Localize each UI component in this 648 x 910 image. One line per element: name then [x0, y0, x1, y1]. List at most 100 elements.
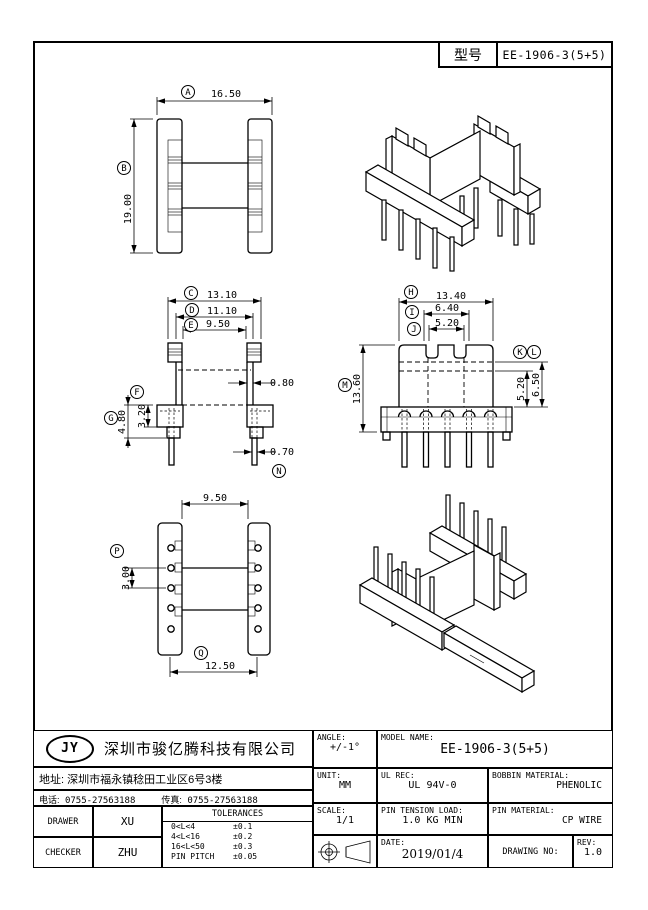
dim-B: B 19.00	[117, 118, 153, 254]
top-view-part	[156, 118, 273, 254]
rev-cell: REV: 1.0	[573, 835, 613, 868]
ul-rec-cell: UL REC: UL 94V-0	[377, 768, 488, 803]
dim-D-value: 11.10	[207, 306, 237, 317]
title-block: JY 深圳市骏亿腾科技有限公司 地址: 深圳市福永镇稔田工业区6号3楼 电话: …	[33, 730, 613, 868]
dim-P-value: 3.00	[121, 566, 132, 590]
angle-value: +/-1°	[329, 742, 361, 753]
scale-cell: SCALE: 1/1	[313, 803, 377, 835]
dim-Q: Q 12.50	[169, 646, 258, 677]
dim-D: D 11.10	[175, 303, 254, 339]
tolerances-title: TOLERANCES	[163, 807, 312, 822]
dim-H: H 13.40	[398, 285, 494, 341]
company-logo: JY	[46, 734, 94, 763]
third-angle-projection-icon	[318, 839, 371, 864]
pin-tension-value: 1.0 KG MIN	[402, 815, 463, 826]
rev-label: REV:	[577, 838, 597, 847]
model-name-cell: MODEL NAME: EE-1906-3(5+5)	[377, 730, 613, 768]
letter-P: P	[114, 547, 120, 557]
ul-rec-value: UL 94V-0	[408, 780, 457, 791]
address-cell: 地址: 深圳市福永镇稔田工业区6号3楼	[33, 767, 313, 790]
dim-J-value: 5.20	[435, 318, 459, 329]
front-view-part	[156, 342, 274, 466]
dim-K-value: 5.20	[516, 377, 527, 401]
letter-C: C	[188, 289, 193, 299]
date-value: 2019/01/4	[401, 847, 464, 861]
unit-label: UNIT:	[317, 771, 342, 780]
dim-E2: 9.50	[181, 493, 249, 519]
dim-M: M 13.60	[338, 344, 395, 433]
projection-symbol-cell	[313, 835, 377, 868]
letter-A: A	[185, 88, 191, 98]
letter-Q: Q	[198, 649, 203, 659]
dim-G: G 4.80	[104, 395, 166, 448]
dim-M-value: 13.60	[352, 374, 363, 404]
letter-E: E	[188, 321, 193, 331]
letter-H: H	[408, 288, 413, 298]
company-cell: JY 深圳市骏亿腾科技有限公司	[33, 730, 313, 767]
tolerance-row: 0<L<4±0.1	[171, 822, 253, 831]
phone-fax-cell: 电话: 0755-27563188 传真: 0755-27563188	[33, 790, 313, 806]
drawer-label: DRAWER	[47, 816, 79, 827]
company-name: 深圳市骏亿腾科技有限公司	[104, 741, 297, 758]
checker-label: CHECKER	[45, 847, 81, 858]
rev-value: 1.0	[583, 847, 603, 858]
dim-J: J 5.20	[407, 318, 465, 341]
dim-F: F 3.20	[124, 385, 164, 428]
checker-label-cell: CHECKER	[33, 837, 93, 868]
letter-D: D	[189, 306, 194, 316]
letter-G: G	[108, 414, 113, 424]
drawer-value: XU	[120, 815, 135, 828]
dim-wall-value: 0.80	[270, 378, 294, 389]
bobbin-material-cell: BOBBIN MATERIAL: PHENOLIC	[488, 768, 613, 803]
model-name-value: EE-1906-3(5+5)	[440, 742, 550, 757]
address-value: 深圳市福永镇稔田工业区6号3楼	[67, 774, 223, 786]
model-number-box: 型号 EE-1906-3(5+5)	[438, 41, 613, 68]
dim-C-value: 13.10	[207, 290, 237, 301]
fax-value: 0755-27563188	[187, 796, 258, 806]
letter-M: M	[342, 381, 348, 391]
dim-E2-value: 9.50	[203, 493, 227, 504]
dim-Q-value: 12.50	[205, 661, 235, 672]
tolerance-row: PIN PITCH±0.05	[171, 852, 258, 861]
dim-N-value: 0.70	[270, 447, 294, 458]
pin-material-value: CP WIRE	[561, 815, 602, 826]
bobbin-material-value: PHENOLIC	[556, 780, 602, 791]
tolerances-cell: TOLERANCES 0<L<4±0.1 4<L<16±0.2 16<L<50±…	[162, 806, 313, 868]
iso-bottom-part	[358, 494, 536, 694]
dim-I-value: 6.40	[435, 303, 459, 314]
view-side: H 13.40 I 6.40 J 5.20 M 13.60	[338, 285, 548, 468]
dim-C: C 13.10	[167, 286, 262, 339]
pin-tension-label: PIN TENSION LOAD:	[381, 806, 463, 815]
letter-L: L	[531, 348, 536, 358]
model-label: 型号	[440, 43, 498, 66]
view-iso-bottom	[358, 494, 536, 694]
checker-value-cell: ZHU	[93, 837, 162, 868]
side-view-part	[380, 344, 513, 468]
date-label: DATE:	[381, 838, 406, 847]
dim-G-value: 4.80	[117, 410, 128, 434]
view-bottom: 9.50 P 3.00 Q 12.50	[110, 493, 271, 677]
checker-value: ZHU	[117, 846, 138, 859]
pin-material-label: PIN MATERIAL:	[492, 806, 555, 815]
dim-E: E 9.50	[182, 318, 247, 339]
tolerance-row: 4<L<16±0.2	[171, 832, 253, 841]
fax-label: 传真:	[161, 795, 182, 805]
dim-E-value: 9.50	[206, 319, 230, 330]
pin-tension-cell: PIN TENSION LOAD: 1.0 KG MIN	[377, 803, 488, 835]
phone-label: 电话:	[39, 795, 60, 805]
letter-I: I	[409, 308, 414, 318]
model-value: EE-1906-3(5+5)	[502, 47, 607, 62]
letter-F: F	[134, 388, 139, 398]
date-cell: DATE: 2019/01/4	[377, 835, 488, 868]
view-iso-top	[364, 114, 542, 272]
angle-cell: ANGLE: +/-1°	[313, 730, 377, 768]
dim-N: 0.70 N	[233, 447, 294, 478]
phone-value: 0755-27563188	[64, 796, 136, 806]
dim-F-value: 3.20	[137, 404, 148, 428]
dim-P: P 3.00	[110, 544, 166, 590]
drawing-no-label: DRAWING NO:	[502, 846, 559, 857]
letter-J: J	[411, 325, 416, 335]
pin-material-cell: PIN MATERIAL: CP WIRE	[488, 803, 613, 835]
unit-value: MM	[338, 780, 352, 791]
